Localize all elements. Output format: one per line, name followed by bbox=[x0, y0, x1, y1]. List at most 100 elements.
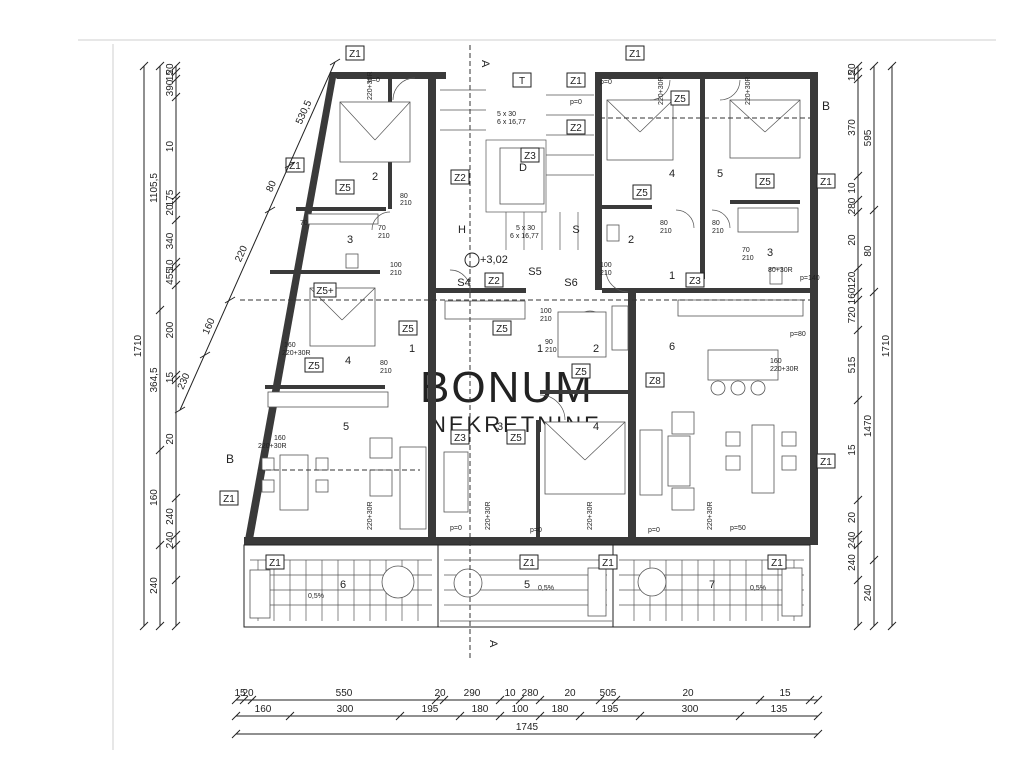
dim-right-inner: 240 bbox=[847, 554, 858, 571]
opening-w220_30r: 220+30R bbox=[258, 443, 287, 450]
dim-bottom-row1: 15 bbox=[234, 688, 246, 699]
opening-d70: 70 bbox=[300, 220, 308, 227]
dim-right-inner: 20 bbox=[847, 63, 858, 75]
dim-bottom-row1: 20 bbox=[682, 688, 694, 699]
wall-tag: Z2 bbox=[566, 119, 586, 135]
dim-left-mid: 160 bbox=[149, 489, 160, 506]
opening-d70: 70 bbox=[742, 247, 750, 254]
wall-tag-label: Z5 bbox=[575, 367, 587, 378]
opening-d80: 80 bbox=[380, 360, 388, 367]
room-label-r6: 6 bbox=[669, 341, 675, 353]
dim-left-outer: 1710 bbox=[133, 334, 144, 357]
dim-left-inner: 390 bbox=[165, 79, 176, 96]
dim-right-inner: 20 bbox=[847, 512, 858, 524]
dim-left-inner: 20 bbox=[165, 433, 176, 445]
dim-bottom-total: 1745 bbox=[516, 722, 539, 733]
opening-p0: p=0 bbox=[450, 525, 462, 532]
opening-w220_30r-vert: 220+30R bbox=[485, 501, 492, 530]
wall-tag-label: Z5 bbox=[402, 324, 414, 335]
dim-bottom-row1: 10 bbox=[504, 688, 516, 699]
dim-left-inner: 240 bbox=[165, 531, 176, 548]
opening-h210: 210 bbox=[545, 347, 557, 354]
dim-bottom-row1: 505 bbox=[600, 688, 617, 699]
wall-tag: Z2 bbox=[484, 272, 504, 288]
dim-diagonal: 230 bbox=[176, 371, 193, 391]
dim-left-inner: 340 bbox=[165, 232, 176, 249]
wall-tag: Z5 bbox=[755, 173, 775, 189]
dimension-lines: 201539010175203401045520015202402401105,… bbox=[133, 58, 897, 739]
opening-p140: p=140 bbox=[800, 275, 820, 282]
opening-p50: p=50 bbox=[730, 525, 746, 532]
room-label-r2: 2 bbox=[372, 171, 378, 183]
room-label-r3: 3 bbox=[497, 421, 503, 433]
room-label-r4: 4 bbox=[593, 421, 599, 433]
room-label-r2: 2 bbox=[593, 343, 599, 355]
room-label-r4: 4 bbox=[669, 168, 675, 180]
wall-tag: Z1 bbox=[566, 72, 586, 88]
dim-bottom-row2: 100 bbox=[512, 704, 529, 715]
opening-w160: 160 bbox=[274, 435, 286, 442]
wall-tag-label: Z1 bbox=[349, 49, 361, 60]
dim-right-inner: 120 bbox=[847, 271, 858, 288]
opening-w220_30r-vert: 220+30R bbox=[367, 501, 374, 530]
wall-tag: Z5 bbox=[670, 90, 690, 106]
opening-h210: 210 bbox=[600, 270, 612, 277]
room-label-r7: 7 bbox=[709, 579, 715, 591]
wall-tag: Z2 bbox=[450, 169, 470, 185]
dim-right-inner: 370 bbox=[847, 119, 858, 136]
wall-tag-label: Z5 bbox=[339, 183, 351, 194]
opening-h210: 210 bbox=[660, 228, 672, 235]
outer-walls bbox=[244, 72, 818, 545]
wall-tag: Z8 bbox=[645, 372, 665, 388]
slope-label-2: 0,5% bbox=[538, 585, 554, 592]
dim-left-inner: 200 bbox=[165, 321, 176, 338]
wall-tag: Z1 bbox=[767, 554, 787, 570]
dim-right-mid: 595 bbox=[863, 129, 874, 146]
opening-d80: 80 bbox=[712, 220, 720, 227]
wall-tag: Z1 bbox=[265, 554, 285, 570]
dim-left-inner: 20 bbox=[165, 63, 176, 75]
opening-h210: 210 bbox=[400, 200, 412, 207]
room-label-r1: 1 bbox=[537, 343, 543, 355]
wall-tag-label: Z3 bbox=[454, 433, 466, 444]
dim-bottom-row1: 20 bbox=[242, 688, 254, 699]
wall-tag: Z1 bbox=[345, 45, 365, 61]
wall-tag-label: Z2 bbox=[488, 276, 500, 287]
room-label-r1: 1 bbox=[409, 343, 415, 355]
wall-tag: Z1 bbox=[219, 490, 239, 506]
wall-tag: Z5 bbox=[304, 357, 324, 373]
opening-h210: 210 bbox=[378, 233, 390, 240]
wall-tag: Z1 bbox=[816, 173, 836, 189]
opening-d100: 100 bbox=[600, 262, 612, 269]
watermark-line1: BONUM bbox=[420, 363, 594, 412]
wall-tag: Z3 bbox=[685, 272, 705, 288]
dim-left-inner: 10 bbox=[165, 141, 176, 153]
opening-w220_30r-vert: 220+30R bbox=[367, 71, 374, 100]
wall-tag: Z5 bbox=[632, 184, 652, 200]
dim-bottom-row1: 20 bbox=[434, 688, 446, 699]
opening-d90: 90 bbox=[545, 339, 553, 346]
room-label-s6: S6 bbox=[564, 277, 577, 289]
room-label-r5: 5 bbox=[717, 168, 723, 180]
room-label-r2: 2 bbox=[628, 234, 634, 246]
level-label: +3,02 bbox=[480, 254, 508, 266]
opening-d70: 70 bbox=[378, 225, 386, 232]
dim-left-mid: 240 bbox=[149, 577, 160, 594]
dim-diagonal: 530,5 bbox=[294, 98, 314, 126]
section-marker-a-bottom: A bbox=[487, 640, 499, 648]
room-label-r5: 5 bbox=[524, 579, 530, 591]
dim-diagonal: 220 bbox=[233, 244, 250, 264]
wall-tag: Z1 bbox=[625, 45, 645, 61]
dim-bottom-row1: 15 bbox=[779, 688, 791, 699]
wall-tag-label: Z1 bbox=[629, 49, 641, 60]
watermark: BONUM NEKRETNINE bbox=[420, 363, 599, 437]
dim-left-mid: 1105,5 bbox=[149, 173, 160, 203]
section-marker-a-top: A bbox=[479, 60, 491, 68]
room-label-r1: 1 bbox=[669, 270, 675, 282]
dim-left-inner: 15 bbox=[165, 70, 176, 82]
opening-w220_30r-vert: 220+30R bbox=[587, 501, 594, 530]
opening-h210: 210 bbox=[390, 270, 402, 277]
wall-tag: Z5 bbox=[335, 179, 355, 195]
wall-tag: Z1 bbox=[598, 554, 618, 570]
